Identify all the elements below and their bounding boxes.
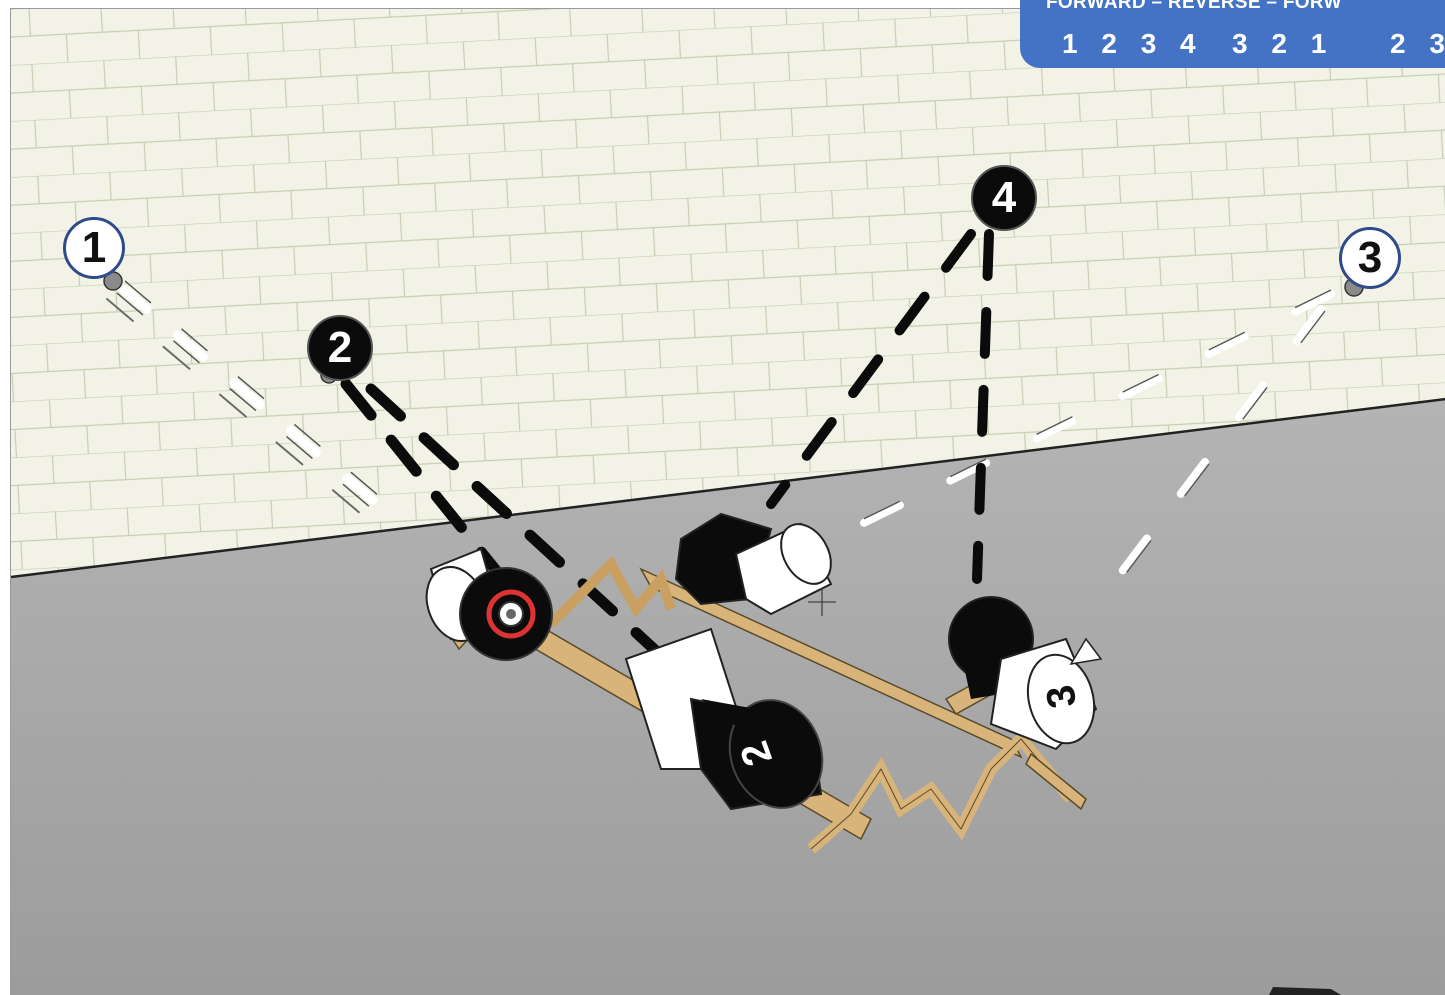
fixture-marker-3: 3 — [1339, 227, 1401, 289]
crosshair-cursor-icon — [808, 588, 836, 616]
sequence-reverse: 3 2 1 — [1232, 28, 1335, 59]
light-round-black — [459, 567, 553, 661]
light-3-body — [948, 596, 1103, 751]
beam-fixture-3-outline — [830, 289, 1332, 602]
fixture-marker-2: 2 — [307, 315, 373, 381]
beam-fixture-1 — [106, 282, 406, 537]
sequence-forward: 1 2 3 4 — [1062, 28, 1204, 59]
fixture-marker-4: 4 — [971, 165, 1037, 231]
beam-fixture-4 — [766, 229, 994, 584]
beam-fixture-1-outline — [116, 280, 406, 531]
beam-fixture-3 — [827, 290, 1335, 603]
stage-viewport: 1 2 3 4 2 3 — [10, 8, 1445, 995]
fixture-marker-1: 1 — [63, 217, 125, 279]
bottom-right-object — [1269, 987, 1341, 995]
floor-edge — [11, 397, 1445, 579]
sequence-banner: FORWARD – REVERSE – FORW 1 2 3 4 3 2 1 2… — [1020, 0, 1445, 68]
stage-scene — [11, 9, 1445, 995]
light-2-body — [624, 627, 824, 811]
sequence-forward-2: 2 3 — [1390, 28, 1445, 59]
banner-title: FORWARD – REVERSE – FORW — [1046, 0, 1342, 13]
light-top-middle — [674, 512, 833, 616]
